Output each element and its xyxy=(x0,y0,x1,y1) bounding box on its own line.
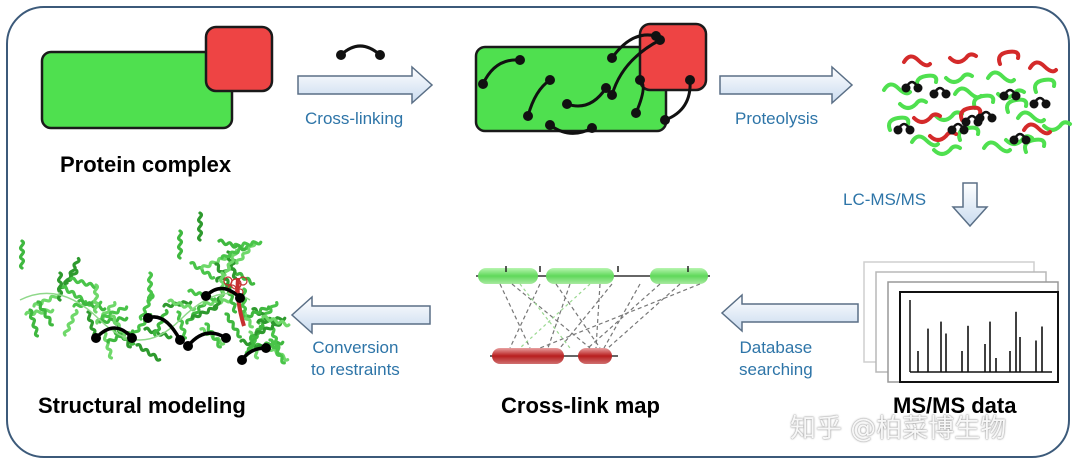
crosslinker-molecule xyxy=(336,44,385,60)
arrow-proteolysis xyxy=(719,65,854,105)
label-conversion-line1: Conversion xyxy=(312,338,399,357)
crosslinked-complex-illustration xyxy=(474,22,708,135)
arrow-database-searching xyxy=(720,293,859,333)
peptide-mixture-illustration xyxy=(882,49,1072,156)
label-crosslink-map: Cross-link map xyxy=(501,393,660,418)
label-database-searching: Database searching xyxy=(739,337,813,381)
label-proteolysis: Proteolysis xyxy=(735,109,819,128)
arrow-lcms xyxy=(951,182,989,228)
structural-model-illustration xyxy=(19,211,291,365)
label-database-line1: Database xyxy=(739,338,813,357)
label-crosslinking: Cross-linking xyxy=(305,109,404,128)
label-database-line2: searching xyxy=(739,360,813,379)
arrow-conversion xyxy=(290,295,431,335)
label-conversion: Conversion to restraints xyxy=(311,337,400,381)
label-lcms: LC-MS/MS xyxy=(843,190,927,209)
label-structural-modeling: Structural modeling xyxy=(38,393,246,418)
label-conversion-line2: to restraints xyxy=(311,360,400,379)
workflow-frame xyxy=(6,6,1070,458)
crosslink-map-illustration xyxy=(476,266,710,364)
label-protein-complex: Protein complex xyxy=(60,152,232,177)
label-ms-data: MS/MS data xyxy=(893,393,1017,418)
protein-complex-illustration xyxy=(40,25,274,130)
arrow-crosslinking xyxy=(297,65,434,105)
ms-spectra-illustration xyxy=(863,261,1059,383)
watermark-text: 知乎 @柏菜博生物 xyxy=(790,414,1007,444)
